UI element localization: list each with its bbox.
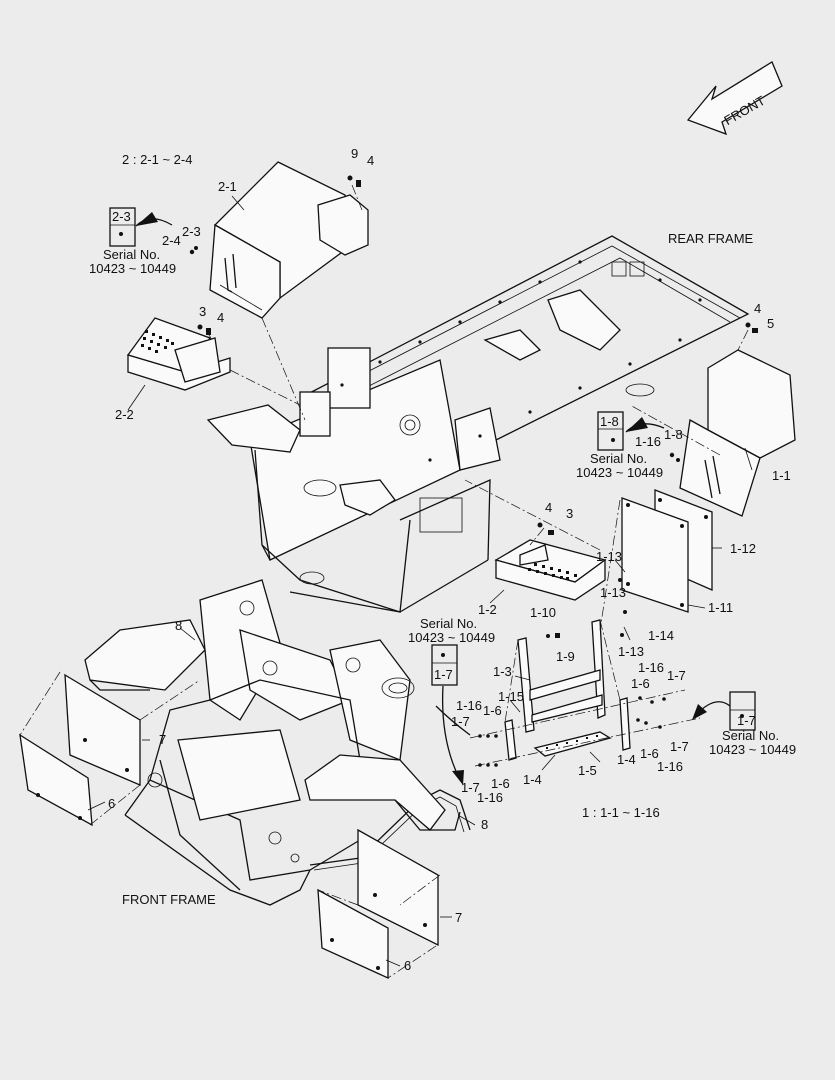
callout: 1-11 <box>708 600 733 615</box>
callout: 6 <box>108 796 115 811</box>
callout: 1-14 <box>648 628 674 643</box>
callout: 4 <box>367 153 374 168</box>
callout: 1-7 <box>667 668 686 683</box>
callout: 1-16 <box>635 434 661 449</box>
serial-box-label: 1-7 <box>737 713 756 728</box>
mudflap-1-11 <box>621 497 689 613</box>
callout: 4 <box>545 500 552 515</box>
mudflap-6-left <box>19 733 93 827</box>
callout: 1-2 <box>478 602 497 617</box>
callout: 6 <box>404 958 411 973</box>
callout: 3 <box>566 506 573 521</box>
serial-line2: 10423 ~ 10449 <box>709 742 796 757</box>
callout: 1-6 <box>483 703 502 718</box>
callout: 1-6 <box>491 776 510 791</box>
callout: 7 <box>455 910 462 925</box>
tread-1-5 <box>533 731 612 757</box>
callout: 1-4 <box>617 752 636 767</box>
callout: 1-7 <box>670 739 689 754</box>
fender-2-1 <box>209 161 369 319</box>
mudflap-7-left <box>64 673 141 786</box>
group2-heading: 2 : 2-1 ~ 2-4 <box>122 152 192 167</box>
leader-lines <box>19 184 749 979</box>
callout: 5 <box>767 316 774 331</box>
serial-line1: Serial No. <box>420 616 477 631</box>
callout: 9 <box>351 146 358 161</box>
serial-line1: Serial No. <box>590 451 647 466</box>
callout: 1-5 <box>578 763 597 778</box>
step-2-2 <box>126 317 231 391</box>
callout: 3 <box>199 304 206 319</box>
serial-line2: 10423 ~ 10449 <box>89 261 176 276</box>
serial-note-1-8: 1-8 Serial No. 10423 ~ 10449 <box>576 411 663 480</box>
rear-frame <box>206 235 750 613</box>
serial-note-1-7-left: 1-7 Serial No. 10423 ~ 10449 <box>408 616 495 686</box>
callout: 2-1 <box>218 179 237 194</box>
callout: 1-13 <box>600 585 626 600</box>
callout: 1-16 <box>638 660 664 675</box>
fender-1-1 <box>679 349 796 517</box>
callout: 1-16 <box>456 698 482 713</box>
callout: 2-4 <box>162 233 181 248</box>
callout: 1-9 <box>556 649 575 664</box>
serial-box-label: 1-8 <box>600 414 619 429</box>
callout: 4 <box>217 310 224 325</box>
callout: 1-16 <box>657 759 683 774</box>
serial-note-2-3: 2-3 Serial No. 10423 ~ 10449 <box>89 207 176 276</box>
bracket-1-4 <box>504 697 631 761</box>
callout: 1-10 <box>530 605 556 620</box>
serial-line1: Serial No. <box>722 728 779 743</box>
callouts: 9 4 2-1 2-4 2-3 3 4 2-2 4 5 1-1 1-16 1-8… <box>108 146 791 973</box>
callout: 1-7 <box>451 714 470 729</box>
callout: 8 <box>175 618 182 633</box>
serial-line2: 10423 ~ 10449 <box>576 465 663 480</box>
serial-arrows <box>135 212 731 785</box>
serial-box-label: 2-3 <box>112 209 131 224</box>
hardware <box>119 175 758 767</box>
serial-line1: Serial No. <box>103 247 160 262</box>
callout: 1-7 <box>461 780 480 795</box>
group1-heading: 1 : 1-1 ~ 1-16 <box>582 805 660 820</box>
callout: 2-3 <box>182 224 201 239</box>
serial-note-1-7-right: 1-7 Serial No. 10423 ~ 10449 <box>709 691 796 757</box>
callout: 1-3 <box>493 664 512 679</box>
callout: 1-4 <box>523 772 542 787</box>
callout: 1-13 <box>618 644 644 659</box>
callout: 1-15 <box>498 689 524 704</box>
callout: 1-13 <box>596 549 622 564</box>
rear-frame-title: REAR FRAME <box>668 231 754 246</box>
callout: 1-12 <box>730 541 756 556</box>
step-1-2 <box>494 539 607 601</box>
fender-8-right <box>304 754 461 831</box>
callout: 1-1 <box>772 468 791 483</box>
callout: 1-6 <box>640 746 659 761</box>
callout: 4 <box>754 301 761 316</box>
front-frame-title: FRONT FRAME <box>122 892 216 907</box>
callout: 8 <box>481 817 488 832</box>
callout: 1-8 <box>664 427 683 442</box>
callout-leaders <box>87 195 753 967</box>
fender-8-left <box>84 619 206 691</box>
mudflap-7-right <box>357 828 439 947</box>
callout: 1-6 <box>631 676 650 691</box>
ladder-1-3 <box>517 619 606 733</box>
callout: 2-2 <box>115 407 134 422</box>
serial-box-label: 1-7 <box>434 667 453 682</box>
serial-line2: 10423 ~ 10449 <box>408 630 495 645</box>
callout: 1-16 <box>477 790 503 805</box>
front-arrow: FRONT <box>686 61 783 136</box>
callout: 7 <box>159 732 166 747</box>
front-frame <box>124 579 471 906</box>
